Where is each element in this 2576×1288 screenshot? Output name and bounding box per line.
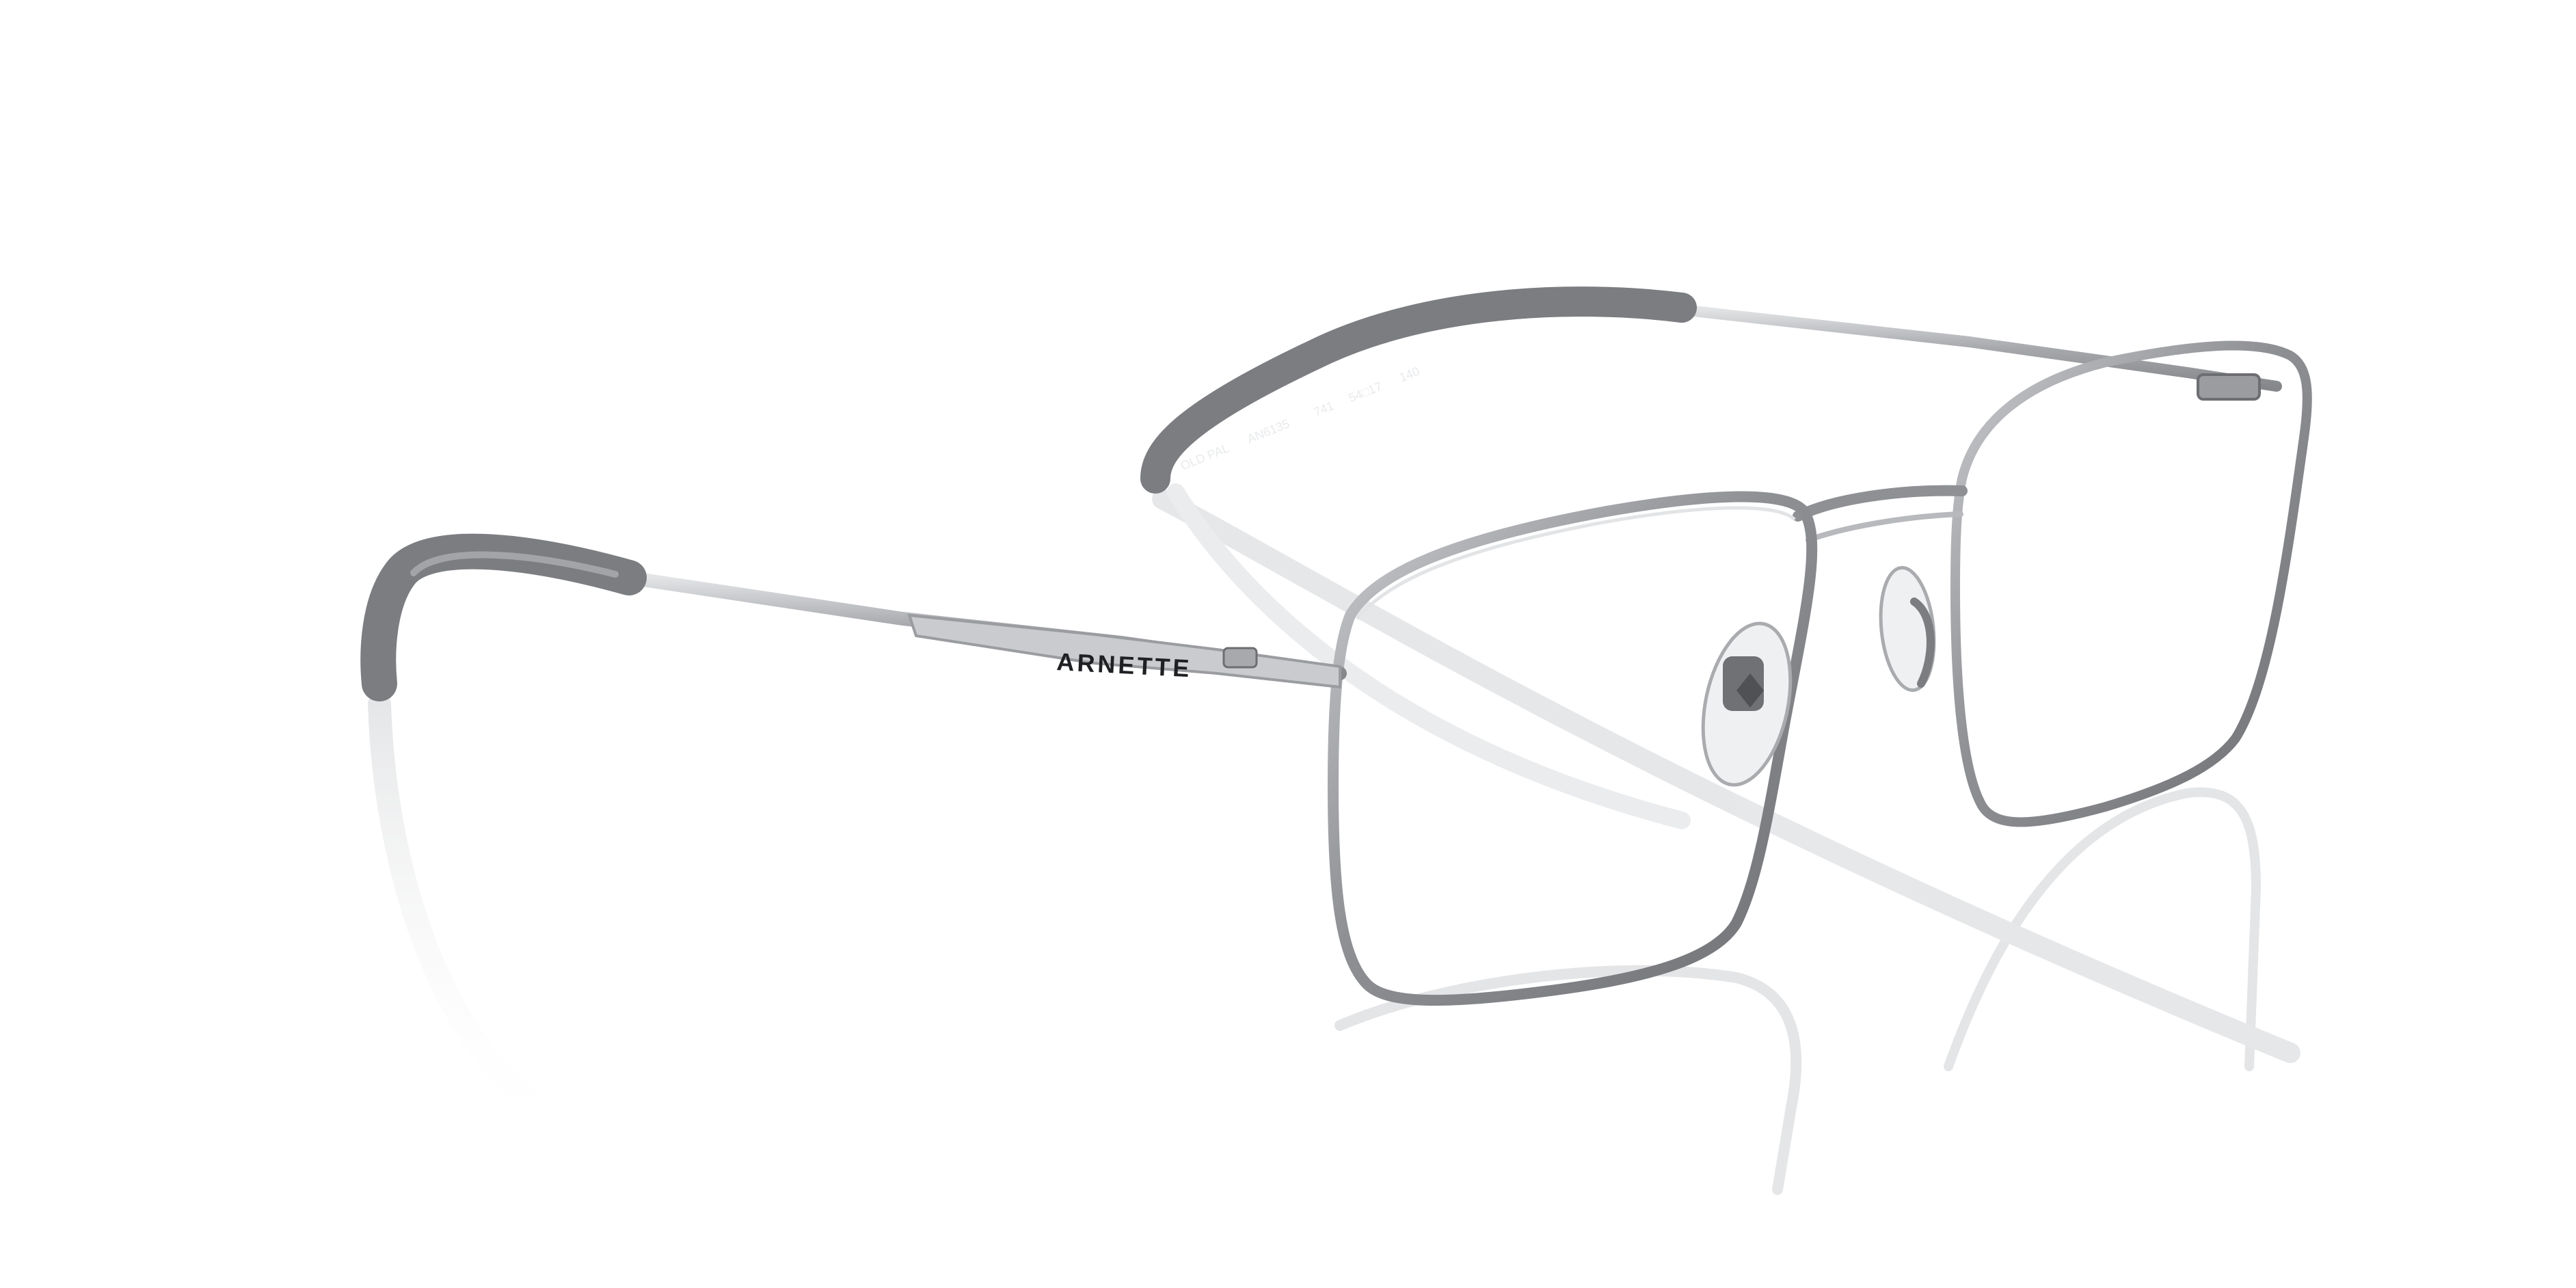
right-temple-tip xyxy=(1140,286,1697,494)
left-temple-plate xyxy=(907,613,1341,689)
right-temple: OLD PAL AN6135 741 54□17 140 xyxy=(1140,286,2282,494)
front-reflection-right-lens xyxy=(1944,787,2262,1071)
temple-color-code: 741 xyxy=(1312,399,1336,419)
temple-model-code: AN6135 xyxy=(1245,416,1291,446)
temple-size: 54□17 xyxy=(1347,379,1384,405)
right-hinge xyxy=(2197,373,2261,401)
left-temple-reflection xyxy=(368,693,682,1167)
left-lens-rim xyxy=(1327,491,1818,1006)
left-hinge xyxy=(1222,647,1258,669)
left-temple: ARNETTE xyxy=(360,533,1347,701)
right-lens-rim xyxy=(1950,340,2312,827)
shadow-diagonal xyxy=(1152,489,2300,1063)
right-temple-reflection xyxy=(1167,483,1691,829)
right-nose-pad xyxy=(1879,565,1936,693)
nose-pads xyxy=(1701,565,1936,787)
bridge xyxy=(1793,485,1968,543)
temple-length: 140 xyxy=(1397,364,1421,385)
